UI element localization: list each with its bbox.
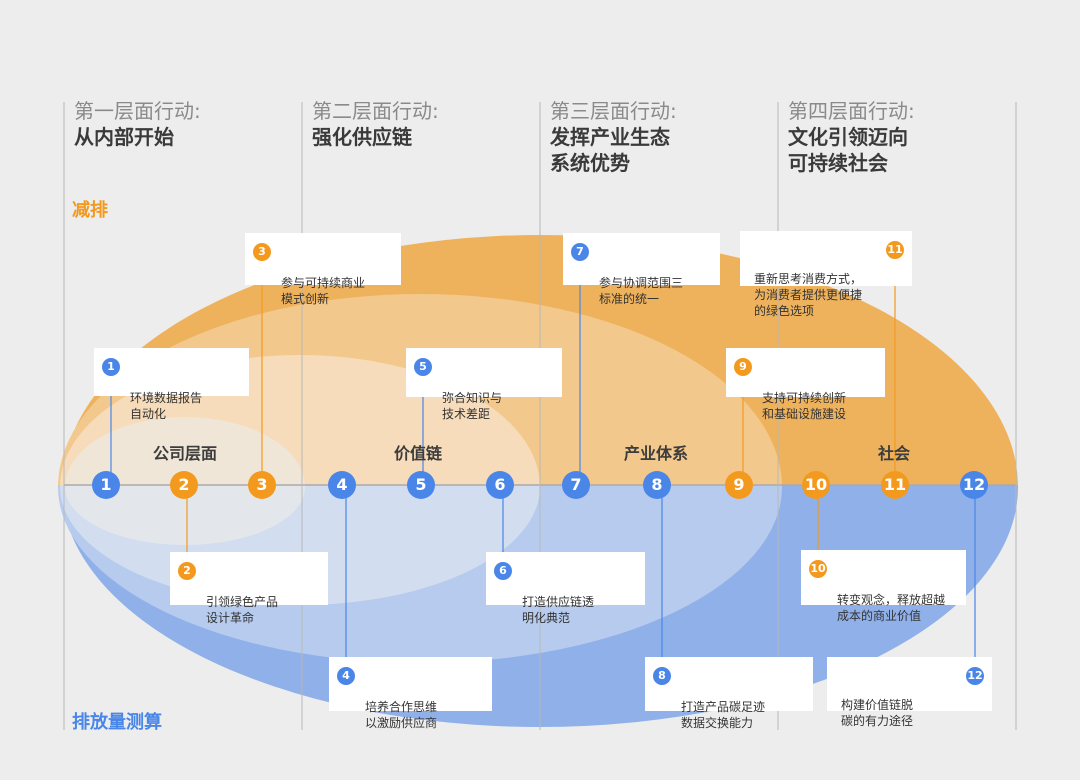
card-text: 转变观念，释放超越 成本的商业价值 <box>837 593 946 623</box>
card-text: 环境数据报告 自动化 <box>130 391 203 421</box>
badge-6: 6 <box>494 562 512 580</box>
node-6: 6 <box>486 471 514 499</box>
phase-header-1: 第一层面行动: 从内部开始 <box>74 98 304 150</box>
phase-title: 强化供应链 <box>312 125 412 149</box>
card-5: 5 弥合知识与 技术差距 <box>406 348 562 421</box>
node-8: 8 <box>643 471 671 499</box>
card-text: 构建价值链脱 碳的有力途径 <box>841 698 914 728</box>
measurement-label: 排放量测算 <box>72 712 162 733</box>
badge-8: 8 <box>653 667 671 685</box>
card-11: 11 重新思考消费方式， 为消费者提供更便捷 的绿色选项 <box>740 231 912 318</box>
phase-header-4: 第四层面行动: 文化引领迈向 可持续社会 <box>788 98 1018 176</box>
node-2: 2 <box>170 471 198 499</box>
phase-label: 第一层面行动: <box>74 99 201 123</box>
zone-label-company: 公司层面 <box>152 444 218 463</box>
card-10: 10 转变观念，释放超越 成本的商业价值 <box>801 550 966 623</box>
badge-10: 10 <box>809 560 827 578</box>
phase-title: 发挥产业生态 系统优势 <box>550 125 670 175</box>
card-3: 3 参与可持续商业 模式创新 <box>245 233 401 306</box>
card-4: 4 培养合作思维 以激励供应商 <box>329 657 492 730</box>
card-2: 2 引领绿色产品 设计革命 <box>170 552 328 625</box>
phase-header-2: 第二层面行动: 强化供应链 <box>312 98 542 150</box>
phase-label: 第二层面行动: <box>312 99 439 123</box>
badge-4: 4 <box>337 667 355 685</box>
zone-label-industry: 产业体系 <box>623 444 689 463</box>
zone-label-value-chain: 价值链 <box>393 444 443 463</box>
badge-12: 12 <box>966 667 984 685</box>
phase-label: 第三层面行动: <box>550 99 677 123</box>
zone-label-society: 社会 <box>877 444 911 463</box>
card-8: 8 打造产品碳足迹 数据交换能力 <box>645 657 813 730</box>
node-4: 4 <box>328 471 356 499</box>
card-9: 9 支持可持续创新 和基础设施建设 <box>726 348 885 421</box>
badge-3: 3 <box>253 243 271 261</box>
card-text: 引领绿色产品 设计革命 <box>206 595 279 625</box>
reduction-label: 减排 <box>72 200 108 221</box>
card-text: 打造供应链透 明化典范 <box>522 595 595 625</box>
node-1: 1 <box>92 471 120 499</box>
card-text: 参与可持续商业 模式创新 <box>281 276 366 306</box>
card-text: 打造产品碳足迹 数据交换能力 <box>681 700 766 730</box>
card-12: 12 构建价值链脱 碳的有力途径 <box>827 657 992 728</box>
node-10: 10 <box>802 471 830 499</box>
card-text: 弥合知识与 技术差距 <box>442 391 503 421</box>
node-5: 5 <box>407 471 435 499</box>
card-text: 培养合作思维 以激励供应商 <box>365 700 438 730</box>
badge-1: 1 <box>102 358 120 376</box>
phase-label: 第四层面行动: <box>788 99 915 123</box>
card-text: 支持可持续创新 和基础设施建设 <box>762 391 847 421</box>
badge-7: 7 <box>571 243 589 261</box>
badge-11: 11 <box>886 241 904 259</box>
node-11: 11 <box>881 471 909 499</box>
card-text: 重新思考消费方式， 为消费者提供更便捷 的绿色选项 <box>754 272 863 318</box>
phase-header-3: 第三层面行动: 发挥产业生态 系统优势 <box>550 98 780 176</box>
card-6: 6 打造供应链透 明化典范 <box>486 552 645 625</box>
badge-2: 2 <box>178 562 196 580</box>
node-12: 12 <box>960 471 988 499</box>
phase-title: 从内部开始 <box>74 125 174 149</box>
card-text: 参与协调范围三 标准的统一 <box>599 276 684 306</box>
node-9: 9 <box>725 471 753 499</box>
phase-title: 文化引领迈向 可持续社会 <box>788 125 908 175</box>
badge-5: 5 <box>414 358 432 376</box>
card-1: 1 环境数据报告 自动化 <box>94 348 249 421</box>
badge-9: 9 <box>734 358 752 376</box>
node-3: 3 <box>248 471 276 499</box>
card-7: 7 参与协调范围三 标准的统一 <box>563 233 720 306</box>
node-7: 7 <box>562 471 590 499</box>
column-dividers <box>63 102 1017 730</box>
